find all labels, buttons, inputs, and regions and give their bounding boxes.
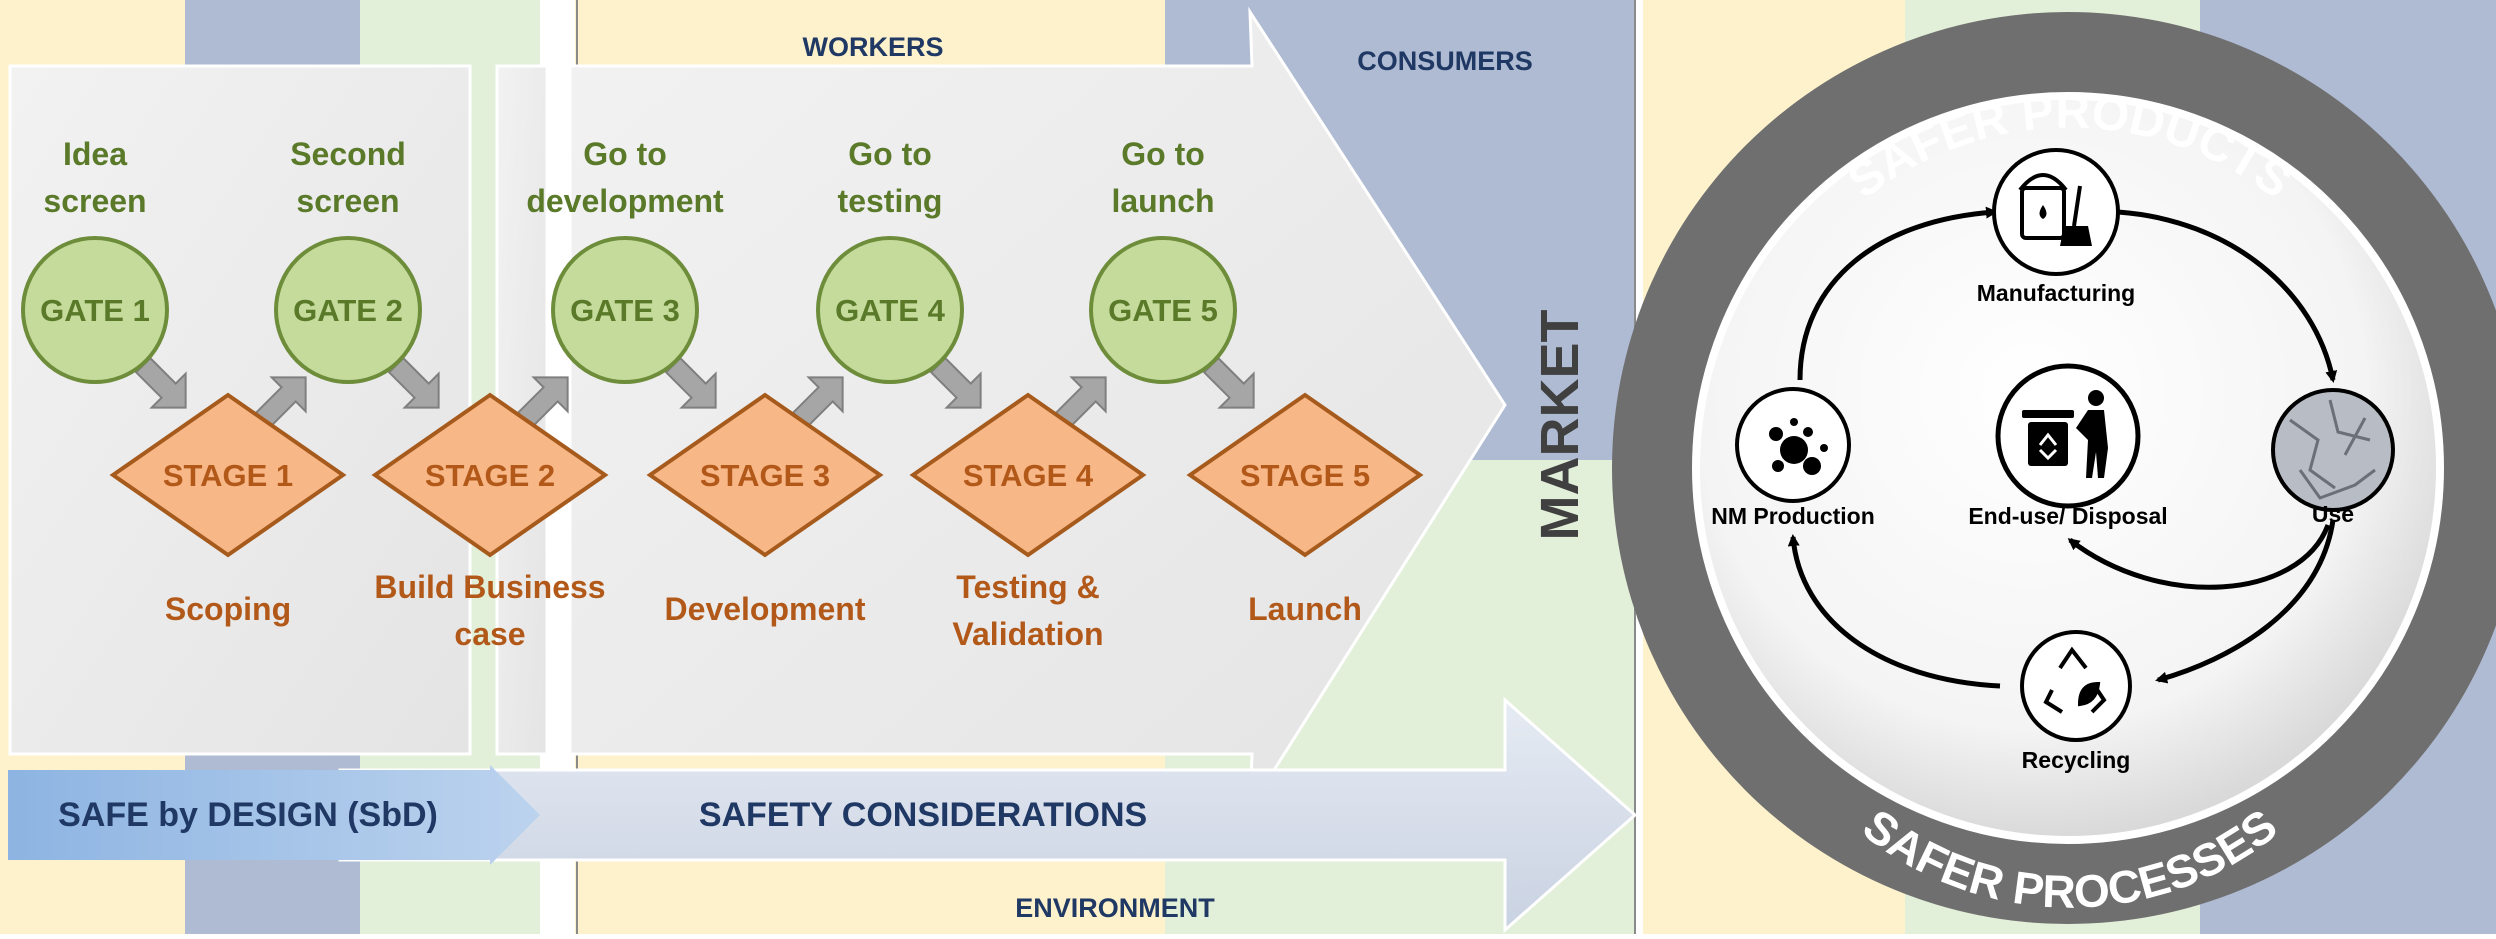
- stage-label: STAGE 1: [163, 458, 293, 493]
- gate-label: GATE 3: [570, 293, 680, 328]
- stage-label: STAGE 2: [425, 458, 555, 493]
- connector-arrow-icon: [791, 376, 844, 429]
- bottom-arrow: [8, 696, 1638, 934]
- gate-label: GATE 5: [1108, 293, 1218, 328]
- arrow-nm-to-manufacturing: [1797, 206, 1998, 381]
- stage-label: STAGE 4: [963, 458, 1094, 493]
- environment-label: ENVIRONMENT: [1015, 893, 1215, 923]
- consumers-label: CONSUMERS: [1357, 46, 1533, 76]
- stage-label: STAGE 3: [700, 458, 830, 493]
- gate-2: GATE 2: [274, 236, 422, 384]
- connector-arrow-icon: [1054, 376, 1107, 429]
- arrow-recycling-to-nm: [1787, 534, 2001, 689]
- recycling-node: [2020, 630, 2132, 742]
- stage-diamond: [1186, 392, 1424, 558]
- gate-3: GATE 3: [551, 236, 699, 384]
- arrow-use-to-disposal: [2067, 524, 2331, 590]
- gate-circle: [551, 236, 699, 384]
- safety-considerations-label: SAFETY CONSIDERATIONS: [699, 796, 1147, 834]
- manufacturing-label: Manufacturing: [1977, 280, 2135, 306]
- stage-5: STAGE 5: [1186, 392, 1424, 558]
- stage-caption: Development: [665, 591, 866, 627]
- gate-circle: [21, 236, 169, 384]
- gate-label: GATE 2: [293, 293, 403, 328]
- arrow-use-to-recycling: [2155, 519, 2336, 684]
- stage-caption: Testing &Validation: [952, 569, 1103, 652]
- gate-5: GATE 5: [1089, 236, 1237, 384]
- nanoparticles-icon: [1769, 418, 1828, 475]
- gate-label: GATE 4: [835, 293, 945, 328]
- cracked-surface-icon: [2289, 399, 2376, 500]
- connector-arrow-icon: [254, 376, 307, 429]
- connector-arrow-icon: [387, 356, 440, 409]
- gate-circle: [274, 236, 422, 384]
- workers-label: WORKERS: [803, 32, 944, 62]
- stage-diamond: [371, 392, 609, 558]
- connector-arrow-icon: [1202, 356, 1255, 409]
- gate-circle: [1089, 236, 1237, 384]
- market-label: MARKET: [1530, 310, 1590, 541]
- stage-caption: Scoping: [165, 591, 291, 627]
- stage-3: STAGE 3: [646, 392, 884, 558]
- gate-stage-connectors: [134, 356, 1255, 429]
- stage-diamond: [646, 392, 884, 558]
- gate-circle: [816, 236, 964, 384]
- connector-arrow-icon: [929, 356, 982, 409]
- paint-bucket-icon: [2018, 173, 2092, 246]
- arrow-manufacturing-to-use: [2117, 209, 2338, 383]
- stage-1: STAGE 1: [109, 392, 347, 558]
- gates: GATE 1 GATE 2 GATE 3 GATE 4 GATE 5: [21, 236, 1237, 384]
- use-node: [2271, 388, 2395, 512]
- stages: STAGE 1 STAGE 2 STAGE 3 STAGE 4 STAGE 5: [109, 392, 1424, 558]
- use-label: Use: [2312, 501, 2354, 527]
- stage-diamond: [109, 392, 347, 558]
- sbd-label: SAFE by DESIGN (SbD): [58, 796, 438, 834]
- stage-caption: Launch: [1248, 591, 1362, 627]
- stage-diamond: [909, 392, 1147, 558]
- trash-bin-person-icon: [2022, 390, 2108, 478]
- connector-arrow-icon: [664, 356, 717, 409]
- nm-production-node: [1735, 387, 1851, 503]
- gate-label: GATE 1: [40, 293, 150, 328]
- nm-production-label: NM Production: [1711, 503, 1875, 529]
- lifecycle-diagram: SAFER PRODUCTS SAFER PROCESSES Manufactu…: [1612, 12, 2496, 924]
- connector-arrow-icon: [134, 356, 187, 409]
- stage-2: STAGE 2: [371, 392, 609, 558]
- stage-4: STAGE 4: [909, 392, 1147, 558]
- recycling-label: Recycling: [2022, 747, 2131, 773]
- gate-4: GATE 4: [816, 236, 964, 384]
- gate-1: GATE 1: [21, 236, 169, 384]
- end-use-disposal-label: End-use/ Disposal: [1968, 503, 2167, 529]
- disposal-node: [1995, 363, 2141, 509]
- recycle-icon: [2043, 646, 2107, 714]
- stage-label: STAGE 5: [1240, 458, 1370, 493]
- connector-arrow-icon: [516, 376, 569, 429]
- manufacturing-node: [1992, 148, 2120, 276]
